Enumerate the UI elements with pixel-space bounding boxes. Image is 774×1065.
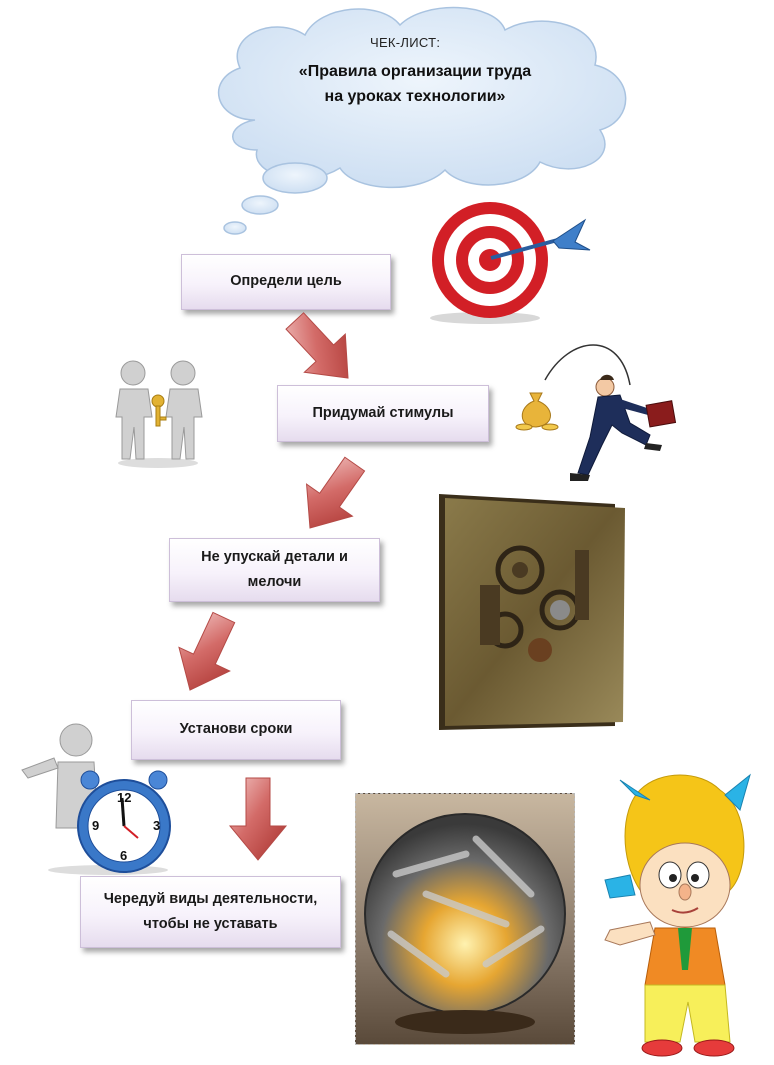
arrow-down-right — [285, 312, 349, 379]
cloud-title: «Правила организации труда на уроках тех… — [265, 60, 565, 110]
step-label-alternate-line1: Чередуй виды деятельности, — [103, 890, 318, 907]
cloud-title-line2: на уроках технологии» — [324, 87, 506, 105]
step-box-details: Не упускай детали и мелочи — [169, 538, 380, 602]
step-box-deadlines: Установи сроки — [131, 700, 341, 760]
key-sphere-lamp-photo — [355, 793, 575, 1045]
step-label-details-line1: Не упускай детали и — [201, 548, 348, 565]
thought-cloud — [218, 6, 627, 235]
cloud-title-line1: «Правила организации труда — [298, 63, 532, 80]
people-with-key-icon — [115, 360, 203, 468]
svg-text:6: 6 — [120, 848, 127, 863]
arrow-down-left-2 — [178, 611, 236, 691]
alarm-clock-figure-icon: 12 3 6 9 — [21, 723, 171, 875]
step-box-incentives: Придумай стимулы — [277, 385, 489, 442]
cartoon-boy-icon — [604, 773, 751, 1057]
arrow-down — [228, 777, 288, 861]
svg-text:9: 9 — [92, 818, 99, 833]
step-label-incentives: Придумай стимулы — [312, 404, 454, 421]
step-box-alternate: Чередуй виды деятельности, чтобы не уста… — [80, 876, 341, 948]
gear-collage-picture — [439, 494, 625, 730]
step-label-alternate-line2: чтобы не уставать — [143, 916, 278, 932]
step-label-deadlines: Установи сроки — [179, 721, 293, 738]
step-label-details-line2: мелочи — [247, 574, 302, 590]
key-sphere-icon — [364, 813, 566, 1034]
cloud-subtitle: ЧЕК-ЛИСТ: — [370, 35, 441, 50]
step-label-goal: Определи цель — [230, 273, 342, 290]
arrow-down-left-1 — [305, 456, 366, 529]
step-box-goal: Определи цель — [181, 254, 391, 310]
svg-text:12: 12 — [117, 790, 131, 805]
target-with-dart-icon — [430, 202, 591, 324]
svg-text:3: 3 — [153, 818, 160, 833]
money-bag-icon — [515, 392, 559, 431]
running-businessman-icon — [544, 344, 677, 481]
